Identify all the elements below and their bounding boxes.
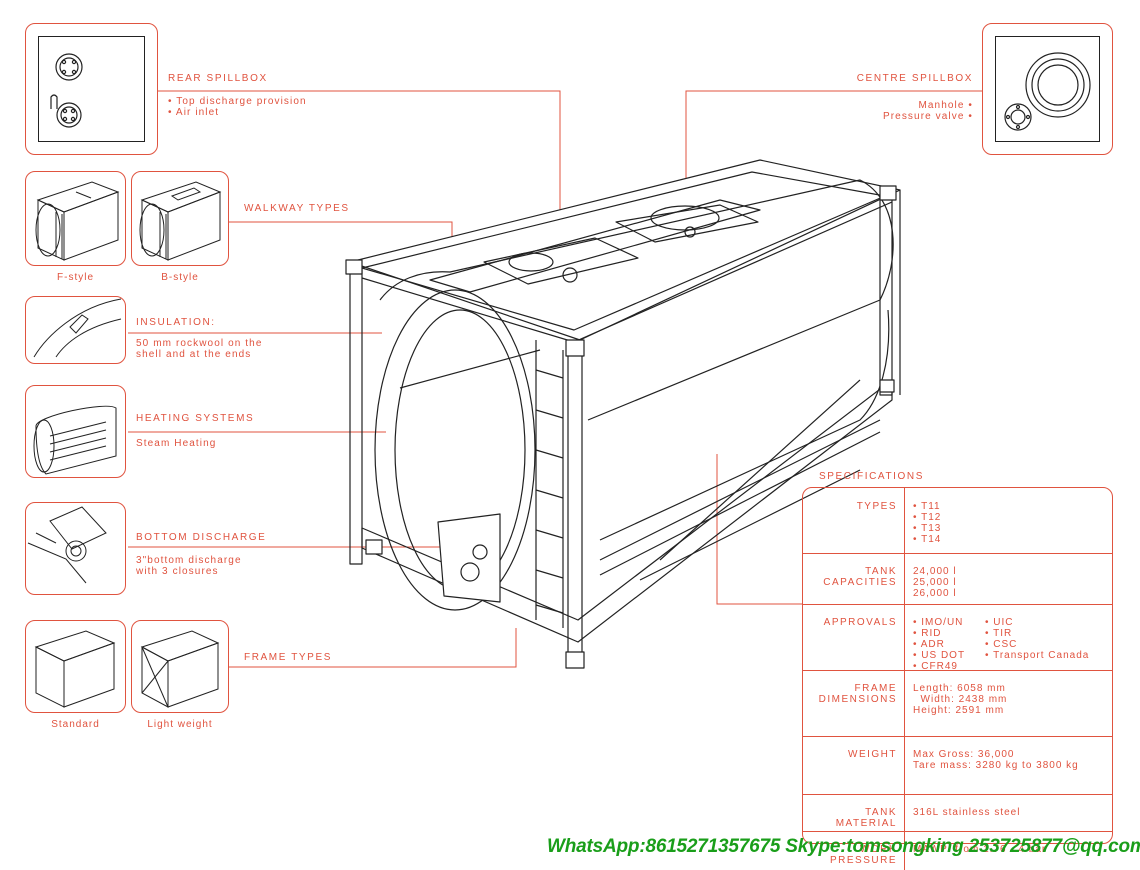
insulation-line: shell and at the ends (136, 349, 252, 360)
walkway-b-style-thumb (131, 171, 229, 266)
spec-value: • CSC (985, 639, 1018, 650)
specifications-title: SPECIFICATIONS (819, 471, 925, 482)
spec-value: Max Gross: 36,000 (913, 749, 1015, 760)
rear-spillbox-frame (38, 36, 145, 142)
spec-value: Width: 2438 mm (913, 694, 1008, 705)
centre-spillbox-icon (1004, 52, 1091, 131)
spec-label: CAPACITIES (823, 577, 897, 588)
spec-label: PRESSURE (829, 855, 897, 866)
spec-value: 316L stainless steel (913, 807, 1021, 818)
centre-spillbox-frame (995, 36, 1100, 142)
spec-label: MATERIAL (835, 818, 897, 829)
bottom-discharge-title: BOTTOM DISCHARGE (136, 532, 267, 543)
walkway-b-style-icon (139, 181, 222, 261)
spec-divider (904, 794, 905, 831)
contact-watermark: WhatsApp:8615271357675 Skype:tomsongking… (547, 836, 1140, 857)
frame-title: FRAME TYPES (244, 652, 332, 663)
rear-spillbox-item: • Air inlet (168, 107, 220, 118)
walkway-f-style-caption: F-style (57, 272, 94, 283)
insulation-line: 50 mm rockwool on the (136, 338, 263, 349)
spec-row: TYPES • T11• T12• T13• T14 (803, 488, 1112, 554)
rear-spillbox-item: • Top discharge provision (168, 96, 307, 107)
bottom-discharge-line: 3"bottom discharge (136, 555, 242, 566)
frame-standard-icon (34, 630, 116, 708)
centre-spillbox-item: Pressure valve • (882, 111, 973, 122)
spec-row: APPROVALS • IMO/UN• RID• ADR• US DOT• CFR… (803, 604, 1112, 672)
centre-spillbox-title: CENTRE SPILLBOX (856, 73, 973, 84)
spec-value: • T13 (913, 523, 942, 534)
spec-divider (904, 831, 905, 870)
spec-value: • T14 (913, 534, 942, 545)
spec-label: TYPES (856, 501, 897, 512)
spec-value: • T12 (913, 512, 942, 523)
spec-value: • ADR (913, 639, 945, 650)
rear-spillbox-thumb (25, 23, 158, 155)
insulation-icon (33, 298, 122, 358)
spec-value: • T11 (913, 501, 941, 512)
spec-value: 26,000 l (913, 588, 957, 599)
bottom-discharge-line: with 3 closures (136, 566, 219, 577)
spec-value: 24,000 l (913, 566, 957, 577)
spec-label: WEIGHT (848, 749, 897, 760)
walkway-f-style-thumb (25, 171, 126, 266)
heating-thumb (25, 385, 126, 478)
centre-spillbox-thumb (982, 23, 1113, 155)
spec-value: • RID (913, 628, 942, 639)
spec-value: MAWP: from 1.76 - 4 bar (913, 844, 1047, 855)
spec-value: Height: 2591 mm (913, 705, 1005, 716)
spec-divider (904, 488, 905, 553)
spec-divider (904, 736, 905, 794)
frame-standard-caption: Standard (51, 719, 100, 730)
insulation-thumb (25, 296, 126, 364)
spec-value: 25,000 l (913, 577, 957, 588)
spec-value: • CFR49 (913, 661, 958, 672)
bottom-discharge-icon (27, 506, 107, 584)
insulation-title: INSULATION: (136, 317, 216, 328)
rear-spillbox-title: REAR SPILLBOX (168, 73, 268, 84)
spec-value: • IMO/UN (913, 617, 964, 628)
walkway-title: WALKWAY TYPES (244, 203, 350, 214)
spec-value: Length: 6058 mm (913, 683, 1006, 694)
spec-label: DIMENSIONS (818, 694, 897, 705)
spec-label: TANK (865, 807, 897, 818)
spec-divider (904, 670, 905, 736)
centre-spillbox-item: Manhole • (918, 100, 973, 111)
spec-label: TANK (865, 566, 897, 577)
spec-value: • UIC (985, 617, 1014, 628)
spec-value: • TIR (985, 628, 1013, 639)
heating-line: Steam Heating (136, 438, 217, 449)
walkway-b-style-caption: B-style (161, 272, 199, 283)
frame-standard-thumb (25, 620, 126, 713)
spec-divider (904, 553, 905, 604)
heating-icon (33, 405, 117, 475)
spec-value: • Transport Canada (985, 650, 1090, 661)
spec-divider (904, 604, 905, 670)
spec-value: • US DOT (913, 650, 966, 661)
spec-label: FRAME (854, 683, 897, 694)
frame-light-weight-caption: Light weight (147, 719, 213, 730)
rear-spillbox-icon (50, 53, 83, 128)
heating-title: HEATING SYSTEMS (136, 413, 255, 424)
spec-label: WORK (859, 844, 897, 855)
spec-label: APPROVALS (823, 617, 897, 628)
bottom-discharge-thumb (25, 502, 126, 595)
spec-value: Tare mass: 3280 kg to 3800 kg (913, 760, 1079, 771)
frame-light-weight-icon (140, 630, 220, 708)
walkway-f-style-icon (35, 181, 120, 261)
frame-light-weight-thumb (131, 620, 229, 713)
